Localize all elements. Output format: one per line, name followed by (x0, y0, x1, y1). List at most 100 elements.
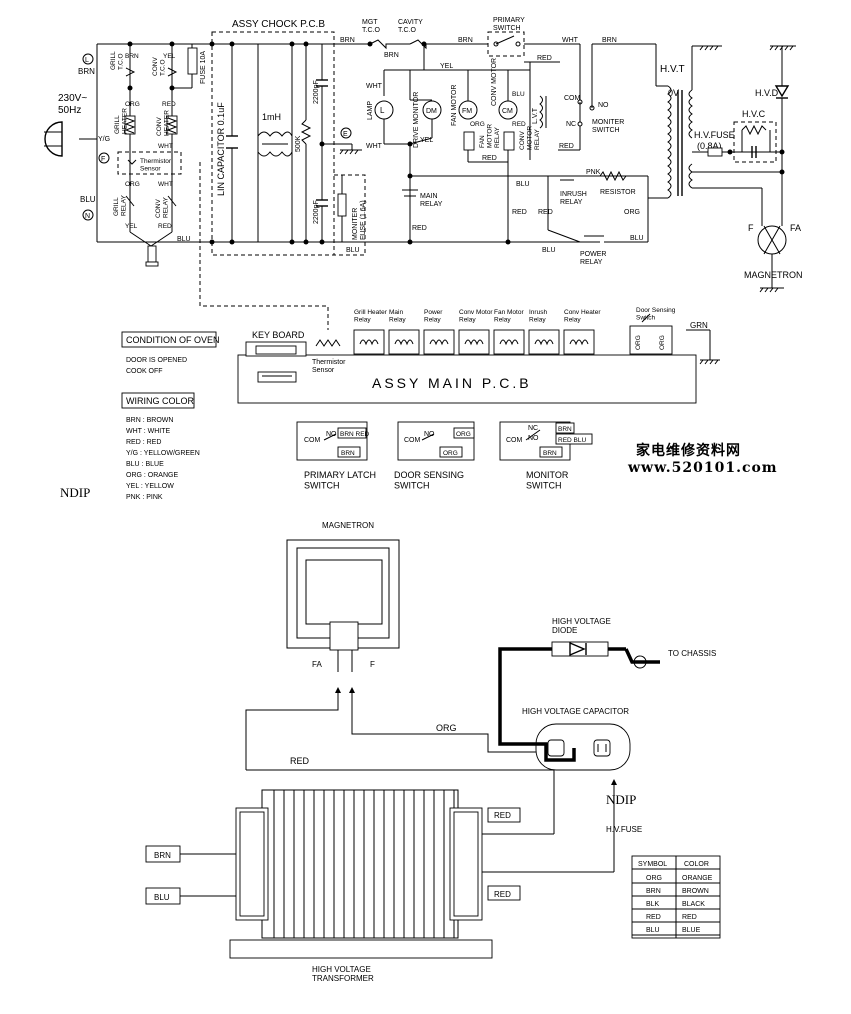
ms-wire-no: RED BLU (558, 437, 586, 444)
relay-coil-icon (394, 339, 414, 346)
conv-tco-icon (167, 67, 178, 77)
condition-line-1: COOK OFF (126, 368, 163, 375)
lower-red-box2 (487, 885, 521, 901)
condition-legend: CONDITION OF OVEN DOOR IS OPENED COOK OF… (121, 331, 220, 375)
node-n-icon (82, 209, 94, 221)
ground-e-marker-icon (340, 127, 352, 139)
red-label-conv2: RED (158, 223, 172, 230)
blu-label-rail: BLU (542, 247, 556, 254)
ms-no: NO (528, 435, 539, 442)
thermistor-wire (199, 162, 329, 330)
hv-fuse-label: H.V.FUSE (694, 130, 735, 140)
wht-label-lamp: WHT (366, 83, 383, 90)
blu-label-left: BLU (80, 195, 96, 204)
wht-label-top: WHT (562, 37, 579, 44)
cavity-tco-icon (409, 39, 438, 50)
relay-coil-icon (569, 339, 589, 346)
red-label-fm: RED (482, 155, 497, 162)
wiring-color-line: RED : RED (126, 439, 161, 446)
lower-fa-label: FA (312, 660, 322, 669)
ds-wire-no: ORG (456, 431, 471, 438)
fan-motor-symbol: FM (462, 108, 472, 115)
grill-heater-label: GRILLHEATER (114, 108, 129, 134)
wht-label-conv2: WHT (158, 181, 173, 188)
conv-motor-label: CONV MOTOR (491, 58, 498, 106)
pl-wire-com: BRN (341, 450, 355, 457)
yel-label-conv: YEL (163, 53, 176, 60)
pcb-relay-box (388, 329, 420, 355)
grill-relay-label: GRILLRELAY (113, 195, 128, 216)
inductor-icon (257, 131, 293, 157)
ds-com: COM (404, 437, 421, 444)
node-n-label: N (85, 213, 90, 220)
wiring-color-line: PNK : PINK (126, 494, 163, 501)
fuse-label: FUSE 10A (200, 51, 207, 84)
hvt-label: H.V.T (660, 64, 685, 75)
hv-fuse-rating: (0.8A) (697, 141, 722, 151)
org-label-fm: ORG (470, 121, 485, 128)
red-label-ps: RED (537, 55, 552, 62)
red-label-main: RED (412, 225, 427, 232)
relay-coil-icon (534, 339, 554, 346)
red-label-inrush: RED (538, 209, 553, 216)
lower-blu-label: BLU (154, 893, 170, 902)
pcb-grn-label: GRN (690, 321, 708, 330)
conv-heater-label: CONVHEATER (156, 110, 171, 136)
transformer-base (229, 939, 493, 959)
thermistor-icon (127, 159, 137, 165)
relay-coil-icon (359, 339, 379, 346)
pcb-relay-box (423, 329, 455, 355)
chock-pcb-title: ASSY CHOCK P.C.B (232, 19, 325, 30)
lower-hv-fuse-label: H.V.FUSE (606, 825, 642, 834)
pcb-relay-box (353, 329, 385, 355)
ms-contact-icon (525, 429, 541, 441)
pnk-label: PNK (586, 169, 601, 176)
hvt-primary-icon (667, 85, 672, 199)
relay-coil-icon (499, 339, 519, 346)
lamp-symbol: L (380, 106, 385, 115)
ms-wire-nc: BRN (558, 426, 572, 433)
lower-org-label: ORG (436, 723, 457, 733)
magnetron-label: MAGNETRON (744, 270, 803, 280)
symbol-table-symbol: ORG (646, 875, 662, 882)
relay-coil-icon (464, 339, 484, 346)
lower-brn-label: BRN (154, 851, 171, 860)
lamp-label: LAMP (367, 101, 374, 120)
brn-label-top2: BRN (384, 52, 399, 59)
resistor-500k-icon (300, 119, 312, 145)
brn-label-top1: BRN (340, 37, 355, 44)
hv-fuse-icon (707, 147, 723, 157)
conv-relay-icon (167, 195, 177, 207)
fuse-icon (187, 47, 198, 75)
lvt-label: L.V.T (532, 107, 539, 124)
wiring-color-line: BRN : BROWN (126, 417, 173, 424)
ms-com: COM (506, 437, 523, 444)
heater-connector-icon (147, 245, 157, 263)
red-label-conv: RED (162, 101, 176, 108)
pcb-relay-box (458, 329, 490, 355)
primary-switch-icon (487, 31, 525, 57)
lower-red-top-label: RED (290, 756, 310, 766)
wiring-color-line: BLU : BLUE (126, 461, 164, 468)
schematic: 230V~ 50Hz Y/G BRN BLU L F N GRILLT.C.O … (44, 17, 803, 330)
door-sensing-contact-icon (641, 313, 651, 323)
